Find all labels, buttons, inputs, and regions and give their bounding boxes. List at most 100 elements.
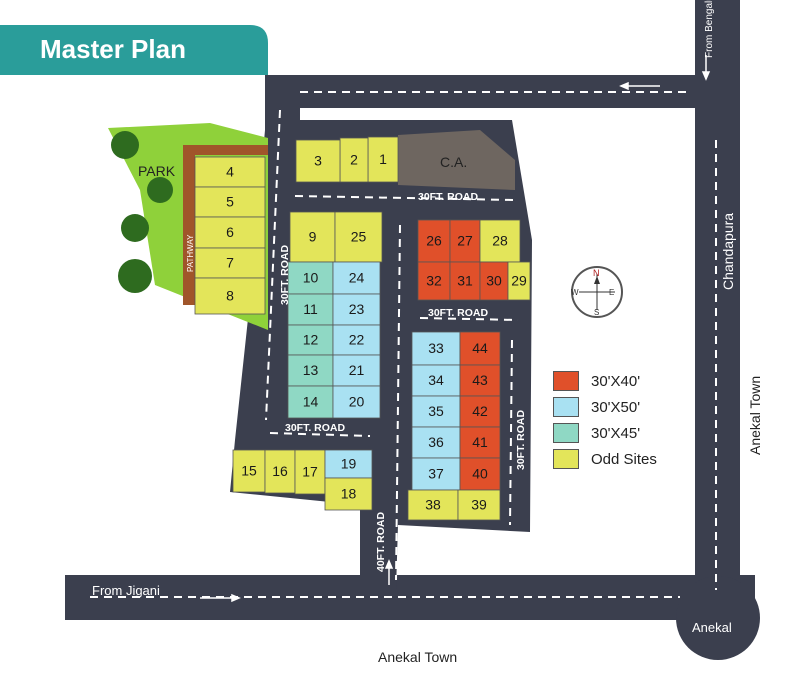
plot-5[interactable]: 5 xyxy=(194,186,266,218)
plot-24[interactable]: 24 xyxy=(332,261,381,295)
plot-36[interactable]: 36 xyxy=(411,426,461,459)
plot-number: 1 xyxy=(379,151,387,167)
plot-shape[interactable] xyxy=(459,331,501,366)
plot-number: 40 xyxy=(472,466,488,482)
plot-shape[interactable] xyxy=(479,219,521,263)
plot-41[interactable]: 41 xyxy=(459,426,501,459)
plot-shape[interactable] xyxy=(287,293,334,326)
plot-number: 17 xyxy=(302,464,318,480)
plot-shape[interactable] xyxy=(459,364,501,397)
plot-number: 14 xyxy=(303,394,319,410)
plot-shape[interactable] xyxy=(417,219,451,263)
plot-15[interactable]: 15 xyxy=(232,449,266,493)
plot-shape[interactable] xyxy=(411,364,461,397)
plot-shape[interactable] xyxy=(287,354,334,387)
plot-shape[interactable] xyxy=(339,137,369,183)
plot-27[interactable]: 27 xyxy=(449,219,481,263)
plot-shape[interactable] xyxy=(332,293,381,326)
plot-shape[interactable] xyxy=(194,277,266,315)
plot-shape[interactable] xyxy=(332,354,381,387)
plot-38[interactable]: 38 xyxy=(407,489,459,521)
plot-11[interactable]: 11 xyxy=(287,293,334,326)
plot-shape[interactable] xyxy=(287,261,334,295)
plot-shape[interactable] xyxy=(194,216,266,249)
plot-40[interactable]: 40 xyxy=(459,457,501,491)
plot-number: 41 xyxy=(472,434,488,450)
plot-shape[interactable] xyxy=(507,261,531,301)
plot-19[interactable]: 19 xyxy=(324,449,373,479)
plot-shape[interactable] xyxy=(264,449,296,494)
anekal-label: Anekal xyxy=(692,620,732,635)
legend-item-odd-sites: Odd Sites xyxy=(553,446,657,472)
plot-shape[interactable] xyxy=(295,139,341,183)
plot-number: 3 xyxy=(314,153,322,169)
plot-12[interactable]: 12 xyxy=(287,324,334,356)
plot-8[interactable]: 8 xyxy=(194,277,266,315)
plot-number: 2 xyxy=(350,152,358,168)
plot-6[interactable]: 6 xyxy=(194,216,266,249)
anekal-town-bottom-label: Anekal Town xyxy=(378,649,457,665)
compass-icon: N S E W xyxy=(571,266,623,318)
plot-3[interactable]: 3 xyxy=(295,139,341,183)
plot-shape[interactable] xyxy=(332,385,381,419)
legend-swatch xyxy=(553,423,579,443)
plot-shape[interactable] xyxy=(367,136,399,183)
plot-shape[interactable] xyxy=(232,449,266,493)
plot-28[interactable]: 28 xyxy=(479,219,521,263)
plot-23[interactable]: 23 xyxy=(332,293,381,326)
plot-34[interactable]: 34 xyxy=(411,364,461,397)
plot-shape[interactable] xyxy=(411,457,461,491)
plot-14[interactable]: 14 xyxy=(287,385,334,419)
plot-shape[interactable] xyxy=(294,449,326,495)
plot-7[interactable]: 7 xyxy=(194,247,266,279)
plot-4[interactable]: 4 xyxy=(194,156,266,188)
plot-20[interactable]: 20 xyxy=(332,385,381,419)
plot-shape[interactable] xyxy=(459,395,501,428)
chandapura-label: Chandapura xyxy=(720,213,736,290)
plot-43[interactable]: 43 xyxy=(459,364,501,397)
plot-shape[interactable] xyxy=(194,156,266,188)
plot-1[interactable]: 1 xyxy=(367,136,399,183)
plot-9[interactable]: 9 xyxy=(289,211,336,263)
plot-number: 7 xyxy=(226,255,234,271)
plot-shape[interactable] xyxy=(334,211,383,263)
plot-shape[interactable] xyxy=(324,449,373,479)
plot-shape[interactable] xyxy=(287,324,334,356)
plot-39[interactable]: 39 xyxy=(457,489,501,521)
plot-32[interactable]: 32 xyxy=(417,261,451,301)
plot-30[interactable]: 30 xyxy=(479,261,509,301)
plot-29[interactable]: 29 xyxy=(507,261,531,301)
plot-21[interactable]: 21 xyxy=(332,354,381,387)
right-road xyxy=(695,0,740,615)
plot-22[interactable]: 22 xyxy=(332,324,381,356)
plot-17[interactable]: 17 xyxy=(294,449,326,495)
plot-10[interactable]: 10 xyxy=(287,261,334,295)
plot-shape[interactable] xyxy=(449,261,481,301)
plot-shape[interactable] xyxy=(289,211,336,263)
plot-35[interactable]: 35 xyxy=(411,395,461,428)
plot-shape[interactable] xyxy=(457,489,501,521)
plot-33[interactable]: 33 xyxy=(411,331,461,366)
plot-31[interactable]: 31 xyxy=(449,261,481,301)
tree-icon xyxy=(118,259,152,293)
plot-shape[interactable] xyxy=(194,247,266,279)
plot-number: 30 xyxy=(486,273,502,289)
plot-shape[interactable] xyxy=(407,489,459,521)
plot-shape[interactable] xyxy=(324,477,373,511)
plot-18[interactable]: 18 xyxy=(324,477,373,511)
plot-37[interactable]: 37 xyxy=(411,457,461,491)
plot-42[interactable]: 42 xyxy=(459,395,501,428)
plot-2[interactable]: 2 xyxy=(339,137,369,183)
plot-13[interactable]: 13 xyxy=(287,354,334,387)
plot-26[interactable]: 26 xyxy=(417,219,451,263)
plot-shape[interactable] xyxy=(459,457,501,491)
plot-shape[interactable] xyxy=(332,261,381,295)
plot-number: 23 xyxy=(349,301,365,317)
road-label-30ft: 30FT. ROAD xyxy=(515,409,527,470)
plot-44[interactable]: 44 xyxy=(459,331,501,366)
plot-16[interactable]: 16 xyxy=(264,449,296,494)
plot-shape[interactable] xyxy=(194,186,266,218)
plot-shape[interactable] xyxy=(479,261,509,301)
plot-25[interactable]: 25 xyxy=(334,211,383,263)
